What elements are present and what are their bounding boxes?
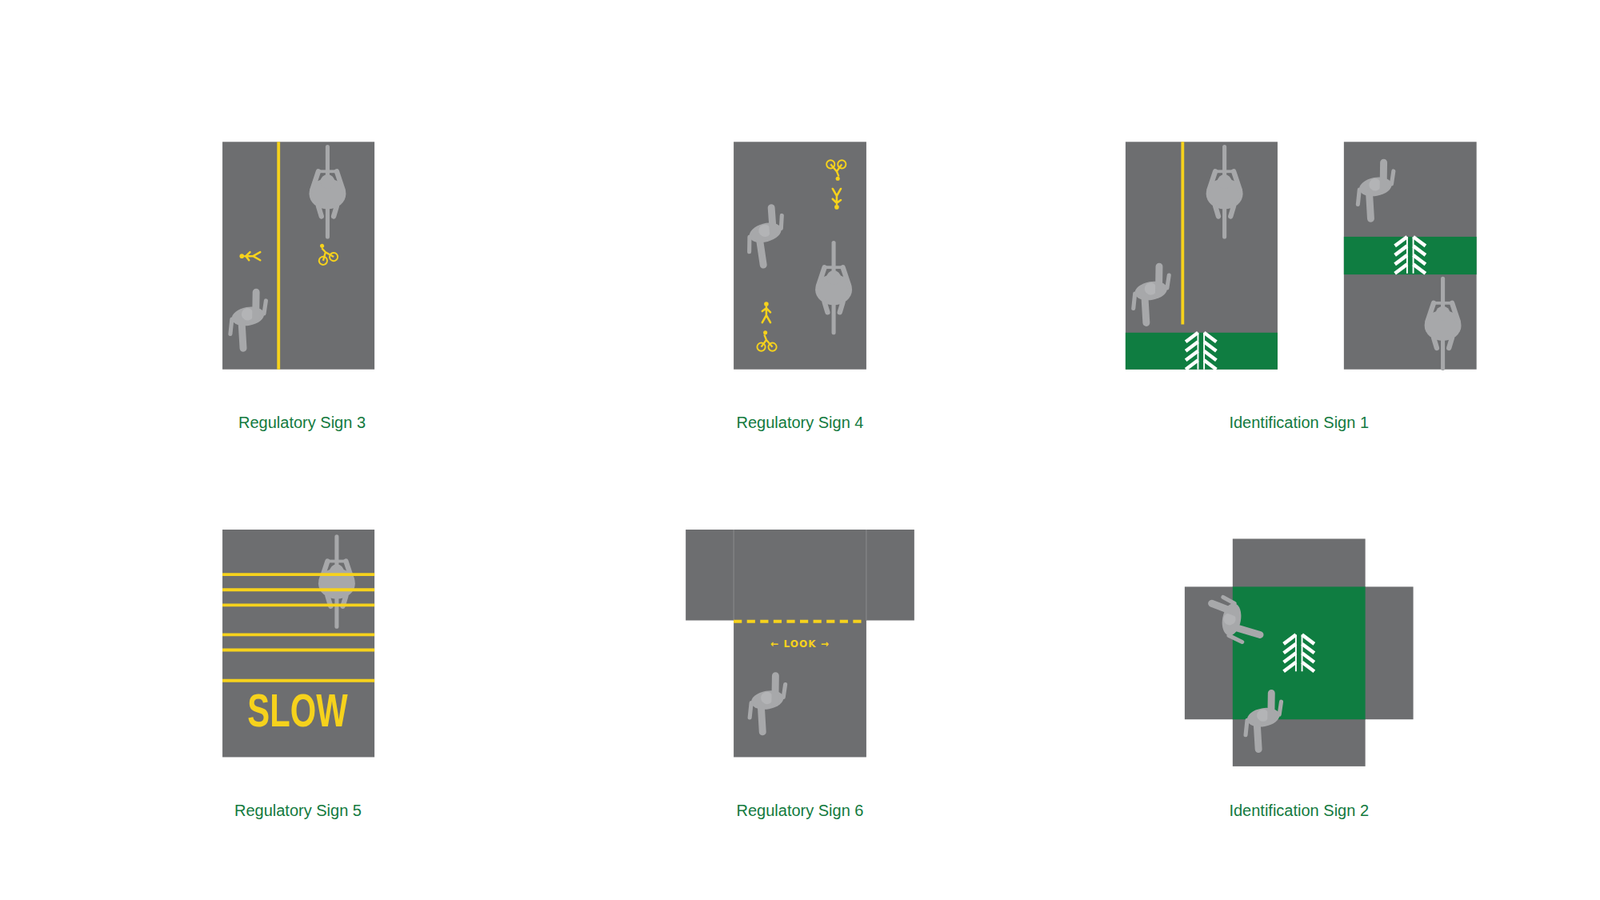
center-line (276, 141, 280, 369)
pedestrian-figure (743, 674, 793, 734)
cyclist-figure (1206, 147, 1244, 237)
panel-seam (865, 529, 867, 621)
rumble-line (222, 572, 375, 576)
panel-seam (733, 529, 735, 621)
sign-caption: Regulatory Sign 6 (736, 800, 864, 820)
green-band (1344, 236, 1477, 275)
cyclist-figure (815, 243, 852, 333)
sign-caption: Identification Sign 1 (1228, 413, 1369, 432)
pedestrian-figure (1127, 264, 1177, 324)
rumble-line (222, 603, 375, 607)
pavement-word: ← LOOK → (770, 638, 829, 650)
path-panel (733, 141, 867, 369)
pedestrian-figure (740, 205, 793, 268)
pedestrian-figure (1239, 692, 1289, 752)
sign-caption: Regulatory Sign 5 (234, 800, 362, 820)
walk-icon (762, 301, 771, 323)
rumble-lines (222, 574, 375, 681)
path-panel (1344, 141, 1477, 369)
cyclist-figure (318, 536, 356, 627)
pedestrian-figure (1205, 595, 1265, 645)
path-panel (1125, 141, 1278, 369)
chevron-mark (1284, 634, 1315, 672)
rumble-line (222, 632, 375, 636)
cyclist-figure (1424, 278, 1462, 368)
rumble-line (222, 588, 375, 592)
cyclist-figure (308, 147, 346, 237)
green-band (1125, 332, 1278, 370)
pedestrian-figure (1351, 160, 1401, 220)
walk-icon (832, 188, 841, 210)
sign-caption: Identification Sign 2 (1228, 800, 1369, 820)
bike-icon (756, 330, 776, 352)
path-panel (222, 141, 375, 369)
yield-line (733, 620, 867, 624)
bike-icon (826, 160, 846, 181)
pavement-word: SLOW (248, 687, 348, 734)
rumble-line (222, 648, 375, 652)
path-panel (1232, 538, 1366, 766)
chevron-mark (1185, 332, 1216, 370)
sign-caption: Regulatory Sign 3 (238, 413, 366, 432)
rumble-line (222, 679, 375, 683)
bike-icon (313, 240, 339, 266)
chevron-mark (1395, 236, 1426, 274)
walk-icon (239, 252, 260, 260)
center-line (1180, 141, 1184, 324)
cross-path (1184, 586, 1414, 720)
path-panel (733, 529, 867, 757)
pedestrian-figure (224, 290, 274, 350)
green-square (1232, 586, 1366, 720)
path-panel (222, 529, 375, 757)
sign-caption: Regulatory Sign 4 (736, 413, 864, 432)
